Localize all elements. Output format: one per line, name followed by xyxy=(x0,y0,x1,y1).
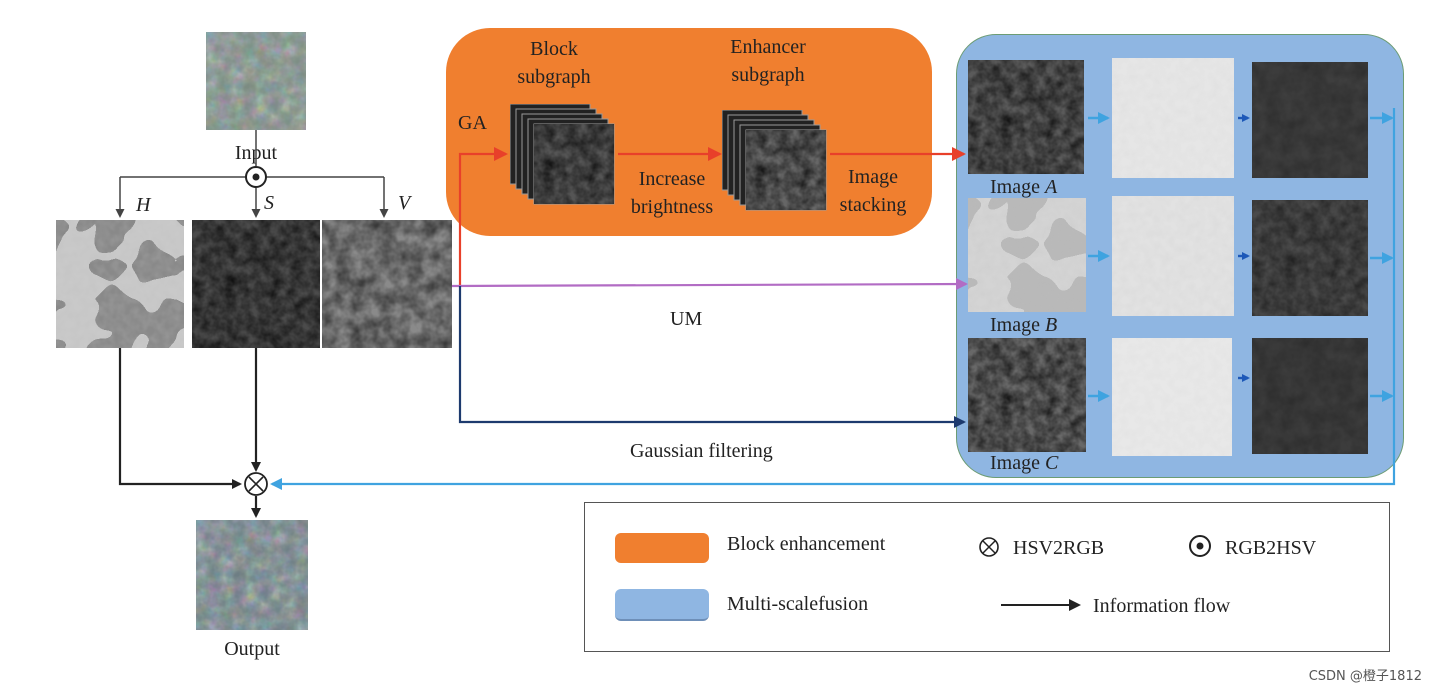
image-c-label: Image C xyxy=(990,452,1059,474)
legend-multi-scale-label: Multi-scalefusion xyxy=(727,593,869,615)
ga-label: GA xyxy=(458,112,487,134)
enhancer-subgraph-label-2: subgraph xyxy=(731,64,805,86)
block-subgraph-stack xyxy=(509,103,620,214)
image-c-detail-tile xyxy=(1112,338,1232,456)
enhancer-subgraph-label-1: Enhancer xyxy=(730,36,806,58)
image-c-weight-tile xyxy=(1252,338,1368,454)
image-b-label: Image B xyxy=(990,314,1058,336)
image-a-label: Image A xyxy=(990,176,1058,198)
image-b-weight-tile xyxy=(1252,200,1368,316)
increase-brightness-label-1: Increase xyxy=(638,168,706,190)
legend-block-enhancement-label: Block enhancement xyxy=(727,533,886,555)
increase-brightness-label-2: brightness xyxy=(630,196,714,218)
output-image xyxy=(196,520,308,630)
image-a-detail-tile xyxy=(1112,58,1234,178)
image-c-tile xyxy=(968,338,1086,452)
legend-block-enhancement-swatch xyxy=(615,533,709,563)
rgb2hsv-node-icon xyxy=(245,166,267,188)
output-label: Output xyxy=(224,638,280,660)
hsv2rgb-node-icon xyxy=(244,472,268,496)
image-stacking-label-2: stacking xyxy=(839,194,907,216)
circle-times-icon xyxy=(979,537,999,557)
h-channel-image xyxy=(56,220,184,348)
legend-multi-scale-swatch xyxy=(615,589,709,621)
circle-dot-icon xyxy=(1189,535,1211,557)
block-subgraph-label-1: Block xyxy=(530,38,578,60)
block-subgraph-label-2: subgraph xyxy=(517,66,591,88)
image-a-weight-tile xyxy=(1252,62,1368,178)
um-label: UM xyxy=(670,308,703,330)
legend-hsv2rgb-label: HSV2RGB xyxy=(1013,537,1105,559)
v-channel-image xyxy=(322,220,452,348)
h-label: H xyxy=(136,194,151,216)
input-image xyxy=(206,32,306,130)
information-flow-arrow-icon xyxy=(1001,599,1081,611)
legend: Block enhancement Multi-scalefusion HSV2… xyxy=(584,502,1390,652)
image-a-tile xyxy=(968,60,1084,174)
image-b-tile xyxy=(968,198,1086,312)
image-b-detail-tile xyxy=(1112,196,1234,316)
gaussian-filtering-label: Gaussian filtering xyxy=(630,440,773,462)
legend-rgb2hsv-label: RGB2HSV xyxy=(1225,537,1317,559)
image-stacking-label-1: Image xyxy=(848,166,898,188)
enhancer-subgraph-stack xyxy=(721,109,832,220)
v-label: V xyxy=(398,192,411,214)
watermark: CSDN @橙子1812 xyxy=(1308,669,1422,684)
legend-information-flow-label: Information flow xyxy=(1093,595,1231,617)
s-label: S xyxy=(264,192,274,214)
s-channel-image xyxy=(192,220,320,348)
